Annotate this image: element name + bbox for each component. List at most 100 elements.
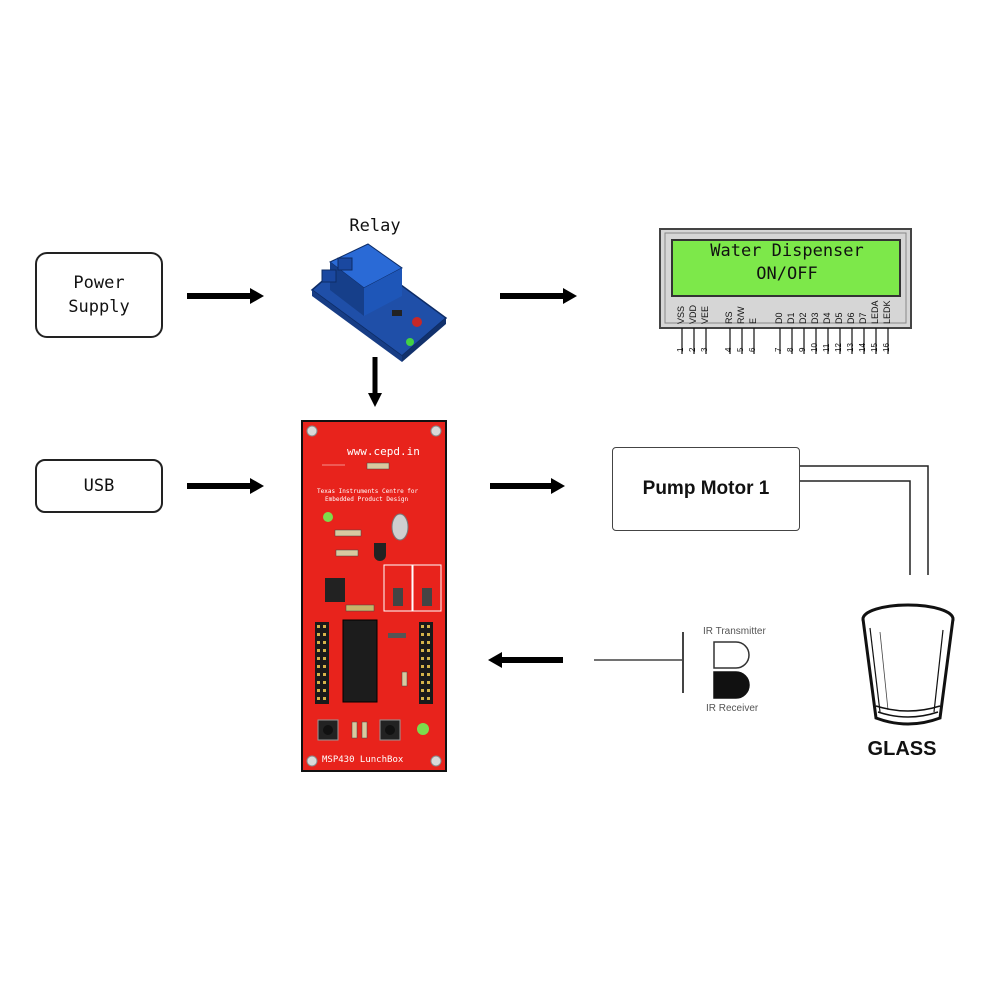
- arrow-ir-to-board: [488, 652, 563, 668]
- lcd-pin-lines: [681, 328, 889, 354]
- header-pin: [323, 641, 326, 644]
- lcd-pin-name: D3: [810, 312, 820, 324]
- lcd-pin-number: 2: [688, 347, 697, 352]
- header-pin: [421, 665, 424, 668]
- header-pin: [317, 697, 320, 700]
- header-pin: [317, 689, 320, 692]
- header-pin: [427, 649, 430, 652]
- header-pin: [323, 633, 326, 636]
- header-pin: [427, 633, 430, 636]
- lcd-pin-number: 11: [822, 343, 831, 352]
- header-pin: [323, 649, 326, 652]
- header-pin: [323, 697, 326, 700]
- lcd-pin-number: 10: [810, 343, 819, 352]
- header-pin: [427, 625, 430, 628]
- board-name: MSP430 LunchBox: [322, 755, 404, 765]
- lcd-pin-name: D4: [822, 312, 832, 324]
- pump-motor-label: Pump Motor 1: [642, 478, 770, 499]
- lcd-pin-number: 9: [798, 347, 807, 352]
- lcd-pin-name: LEDA: [870, 300, 880, 324]
- arrow-relay-to-lcd: [500, 288, 577, 304]
- header-pin: [427, 673, 430, 676]
- lcd-pin-number: 7: [774, 347, 783, 352]
- lcd-pin-name: RS: [724, 311, 734, 324]
- ir-transmitter-label: IR Transmitter: [703, 626, 766, 637]
- header-pin: [323, 681, 326, 684]
- lcd-pin-number: 15: [870, 343, 879, 352]
- lcd-pin-number: 8: [786, 347, 795, 352]
- lcd-line-2: ON/OFF: [756, 264, 818, 284]
- lcd-pin-number: 13: [846, 343, 855, 352]
- ir-sensor-symbol: [594, 632, 750, 699]
- lcd-pin-name: D2: [798, 312, 808, 324]
- header-pin: [421, 689, 424, 692]
- ir-receiver-icon: [713, 671, 750, 699]
- board-url: www.cepd.in: [347, 445, 420, 458]
- lcd-line-1: Water Dispenser: [710, 241, 864, 261]
- header-pin: [323, 657, 326, 660]
- lcd-pin-name: D0: [774, 312, 784, 324]
- arrow-power-to-relay: [187, 288, 264, 304]
- header-pin: [427, 665, 430, 668]
- arrow-usb-to-board: [187, 478, 264, 494]
- lcd-pin-number: 1: [676, 347, 685, 352]
- power-supply-label-line2: Supply: [68, 297, 130, 317]
- header-pin: [323, 673, 326, 676]
- header-pin: [317, 641, 320, 644]
- lcd-pin-name: LEDK: [882, 300, 892, 324]
- power-supply-label-line1: Power: [73, 273, 125, 293]
- header-pin: [317, 673, 320, 676]
- lcd-pin-name: R/W: [736, 306, 746, 325]
- pump-motor-block: Pump Motor 1: [612, 447, 800, 531]
- header-pin: [317, 649, 320, 652]
- lcd-pin-name: D5: [834, 312, 844, 324]
- lcd-pin-name: VDD: [688, 304, 698, 324]
- water-pipe: [800, 465, 929, 575]
- relay-label: Relay: [349, 216, 401, 236]
- header-pin: [421, 657, 424, 660]
- arrow-board-to-pump: [490, 478, 565, 494]
- lcd-pin-number: 6: [748, 347, 757, 352]
- lcd-pin-name: VEE: [700, 305, 710, 324]
- header-pin: [421, 641, 424, 644]
- lcd-pin-number: 16: [882, 343, 891, 352]
- lcd-pin-name: D1: [786, 312, 796, 324]
- header-pin: [421, 681, 424, 684]
- header-pin: [427, 689, 430, 692]
- board-text-line2: Embedded Product Design: [325, 496, 409, 503]
- header-pin: [421, 633, 424, 636]
- header-pin: [421, 673, 424, 676]
- header-pin: [427, 641, 430, 644]
- usb-block: USB: [35, 459, 163, 513]
- power-supply-block: Power Supply: [35, 252, 163, 338]
- glass-label: GLASS: [867, 738, 937, 760]
- ir-receiver-label: IR Receiver: [706, 703, 759, 714]
- header-pin: [317, 681, 320, 684]
- header-pin: [421, 625, 424, 628]
- relay-module-image: [310, 243, 448, 362]
- lcd-pin-number: 14: [858, 343, 867, 352]
- usb-label: USB: [83, 476, 115, 496]
- ir-transmitter-icon: [713, 641, 750, 669]
- header-pin: [427, 697, 430, 700]
- board-text-line1: Texas Instruments Centre for: [317, 488, 419, 495]
- lcd-pin-number: 12: [834, 343, 843, 352]
- header-pin: [427, 681, 430, 684]
- header-pin: [317, 665, 320, 668]
- lcd-pin-name: VSS: [676, 305, 686, 324]
- lcd-display-text: Water Dispenser ON/OFF: [672, 240, 902, 296]
- lcd-pin-number: 4: [724, 347, 733, 352]
- header-pin: [317, 657, 320, 660]
- glass-icon: [861, 603, 955, 726]
- header-pin: [317, 633, 320, 636]
- lcd-pin-name: D7: [858, 312, 868, 324]
- lcd-pin-number: 5: [736, 347, 745, 352]
- header-pin: [317, 625, 320, 628]
- header-pin: [427, 657, 430, 660]
- header-pin: [323, 689, 326, 692]
- header-pin: [323, 665, 326, 668]
- header-pin: [421, 649, 424, 652]
- header-pin: [323, 625, 326, 628]
- lcd-pin-name: D6: [846, 312, 856, 324]
